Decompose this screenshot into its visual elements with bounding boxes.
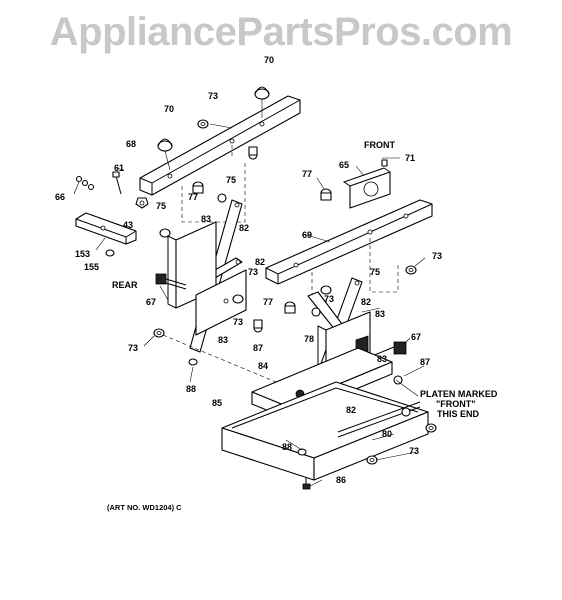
callout-88: 88 [186,384,196,394]
stud-87-right [393,375,403,385]
note-platen-1: PLATEN MARKED [420,389,498,399]
nut-155 [105,249,115,257]
callout-70: 70 [264,55,274,65]
nut-73-bottom [366,455,378,465]
nut-73-left-mid [232,294,244,304]
callout-82: 82 [239,223,249,233]
callout-66: 66 [55,192,65,202]
callout-77: 77 [188,192,198,202]
washer-88-left [188,358,198,366]
callout-73: 73 [432,251,442,261]
nut-73-right-top [405,265,417,275]
art-number: (ART NO. WD1204) C [107,503,182,512]
callout-75: 75 [370,267,380,277]
bushing-75-left [159,228,171,238]
callout-84: 84 [258,361,268,371]
note-rear: REAR [112,280,138,290]
nut-73-top [197,119,209,129]
nut-73-right-mid [320,285,332,295]
callout-73: 73 [208,91,218,101]
callout-88: 88 [282,442,292,452]
callout-87: 87 [253,343,263,353]
callout-73: 73 [128,343,138,353]
pin-upper [248,146,258,160]
bolt-67-right [371,341,407,357]
bracket-83-left [167,221,247,336]
callout-83: 83 [377,354,387,364]
callout-85: 85 [212,398,222,408]
watermark: AppliancePartsPros.com [49,10,513,54]
note-platen-3: THIS END [437,409,480,419]
callout-69: 69 [302,230,312,240]
knob-70-left [157,138,173,171]
rod-80 [337,401,421,438]
callout-73: 73 [248,267,258,277]
note-front: FRONT [364,140,395,150]
callouts: 70 70 73 68 61 66 43 77 75 75 83 82 153 … [55,55,442,485]
screw-43 [135,197,149,209]
callout-65: 65 [339,160,349,170]
callout-83: 83 [218,335,228,345]
bushing-75-upper [217,193,227,203]
bracket-65 [342,159,391,209]
stud-77-right-mid [284,301,296,314]
nut-73-left-low [153,328,165,338]
washers-66 [75,175,95,191]
callout-153: 153 [75,249,90,259]
callout-75: 75 [156,201,166,211]
callout-83: 83 [375,309,385,319]
callout-71: 71 [405,153,415,163]
knob-70-right [254,86,270,118]
stud-77-right-top [320,188,332,201]
bolt-67-left [155,273,187,290]
note-platen-2: "FRONT" [436,399,476,409]
callout-155: 155 [84,262,99,272]
callout-73: 73 [409,446,419,456]
callout-77: 77 [263,297,273,307]
callout-82: 82 [361,297,371,307]
base-85 [221,381,429,481]
washer-88-right [297,448,307,456]
callout-73: 73 [233,317,243,327]
callout-86: 86 [336,475,346,485]
rail-69 [265,199,433,285]
nut-73-right-low [425,423,437,433]
bolt-61 [112,171,122,195]
stud-87-left [253,319,263,333]
screw-86 [302,478,311,490]
callout-67: 67 [411,332,421,342]
callout-43: 43 [123,220,133,230]
leader-lines [73,123,426,487]
bracket-153 [75,212,137,245]
callout-70: 70 [164,104,174,114]
callout-68: 68 [126,139,136,149]
callout-77: 77 [302,169,312,179]
callout-82: 82 [346,405,356,415]
callout-83: 83 [201,214,211,224]
callout-82: 82 [255,257,265,267]
callout-61: 61 [114,163,124,173]
callout-67: 67 [146,297,156,307]
callout-80: 80 [382,429,392,439]
callout-75: 75 [226,175,236,185]
callout-73: 73 [324,294,334,304]
stud-77-upper [192,181,204,194]
bushing-75-right [311,307,321,317]
callout-78: 78 [304,334,314,344]
rail-68 [139,95,301,196]
callout-87: 87 [420,357,430,367]
